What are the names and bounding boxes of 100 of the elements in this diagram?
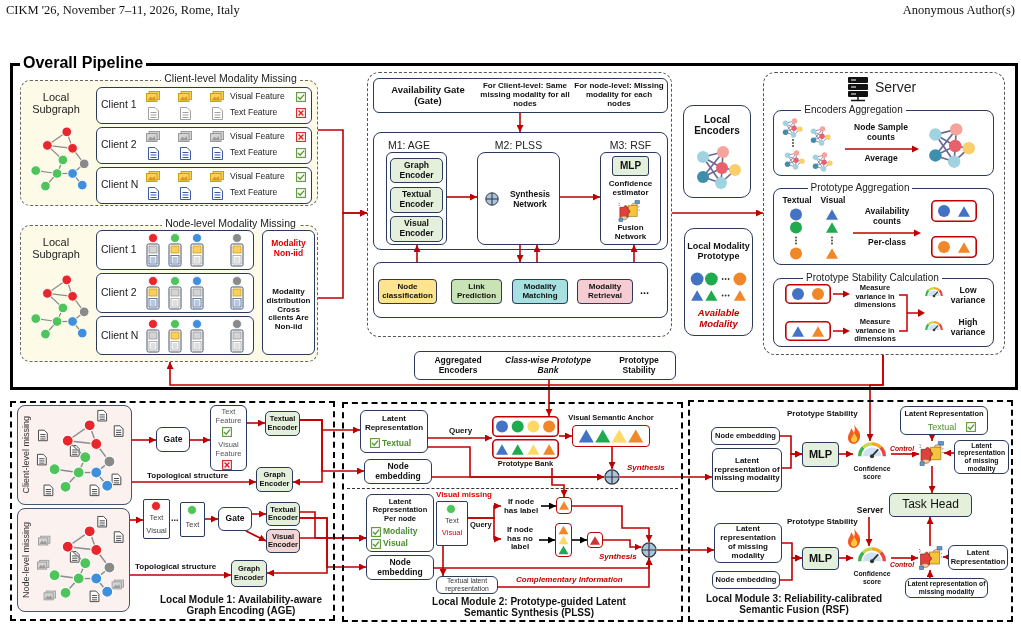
arrow [926, 569, 934, 579]
mlp-box: MLP [802, 442, 839, 467]
latent-card [366, 494, 434, 552]
panel-label: Local Subgraph [26, 89, 86, 117]
bar-text: Prototype Stability [618, 356, 660, 375]
arrow [299, 419, 365, 475]
arrow [299, 517, 367, 571]
scenario-label: Node-level missing [20, 522, 32, 598]
page-header: Anonymous Author(s) [902, 3, 1015, 18]
section-title: Client-level Modality Missing [161, 73, 300, 85]
arrow [317, 209, 368, 299]
edge-label: Synthesis [626, 464, 666, 473]
client-card [96, 127, 312, 164]
section-title: Overall Pipeline [20, 54, 147, 72]
mlp-box: MLP [612, 156, 649, 176]
variance-label: High variance [949, 318, 987, 338]
arrow [129, 571, 232, 579]
edge-label: Query [448, 427, 474, 436]
section-title: Prototype Aggregation [807, 181, 913, 194]
feature-card [210, 405, 247, 471]
module-panel [373, 132, 668, 250]
module-panel [688, 400, 1013, 622]
gate-box: Gate [156, 427, 190, 452]
scenario-label: Client-level missing [20, 416, 32, 494]
bar-text: Aggregated Encoders [433, 356, 483, 375]
edge-label: Prototype Stability [786, 410, 859, 419]
arrow [251, 510, 267, 518]
module-caption: Local Module 3: Reliability-calibrated Semantic Fusion (RSF) [704, 592, 884, 616]
arrow [431, 473, 605, 481]
arrow [608, 446, 616, 470]
encoder-box: Graph Encoder [390, 158, 443, 183]
task-panel [373, 262, 668, 318]
dashed-panel [367, 72, 672, 337]
arrow [942, 553, 950, 561]
server-panel [763, 72, 1005, 355]
arrow [545, 379, 553, 417]
embedding-box: Node embedding [366, 555, 434, 580]
arrow [943, 449, 955, 457]
arrow [890, 554, 919, 562]
feature-label: Visual Feature [230, 92, 285, 102]
card-title: Local Modality Prototype [686, 240, 751, 262]
arrow [866, 354, 884, 442]
bar-text: Class-wise Prototype Bank [504, 356, 592, 375]
feature-label: Text Feature [230, 108, 278, 118]
embedding-box: Node embedding [364, 459, 432, 484]
arrow-caption: Node Sample counts [853, 123, 909, 143]
client-label: Client 1 [101, 99, 137, 111]
card-note: Available Modality [696, 308, 741, 330]
note-title: Modality Non-iid [270, 239, 307, 259]
note-text: Modality distribution Cross clients Are Non-iid [265, 287, 312, 333]
note-card [262, 230, 315, 355]
arrow [131, 436, 157, 444]
column-label: Visual [820, 195, 846, 206]
source-label: Server [855, 505, 885, 517]
module-text: Confidence estimator [607, 180, 654, 198]
feature-label: Text Feature [230, 148, 278, 158]
arrow [602, 539, 643, 551]
info-card [684, 228, 753, 336]
client-label: Client N [101, 179, 139, 191]
arrow [413, 244, 421, 263]
client-label: Client 2 [101, 287, 137, 299]
module-title: M3: RSF [609, 140, 652, 152]
variance-label: Low variance [949, 286, 987, 306]
task-box: Link Prediction [451, 279, 502, 304]
client-card [96, 167, 312, 204]
arrow [538, 536, 556, 544]
edge-label: Topological structure [146, 472, 230, 481]
modality-label: Textual [382, 438, 412, 449]
arrow [779, 554, 803, 581]
client-card [96, 316, 254, 355]
arrow [516, 112, 524, 133]
arrow [246, 419, 266, 427]
node-card [143, 499, 170, 539]
client-label: Client N [101, 330, 139, 342]
arrow [671, 209, 764, 217]
arrow [446, 193, 478, 201]
arrow [630, 244, 638, 263]
task-head-box: Task Head [889, 493, 972, 517]
arrow [928, 465, 936, 494]
client-card [96, 230, 254, 270]
page-header: CIKM '26, November 7–11, 2026, Rome, Italy [6, 3, 240, 18]
client-label: Client 1 [101, 244, 137, 256]
task-box: Modality Retrieval [577, 279, 633, 304]
arrow [781, 450, 803, 469]
prototype-frame [556, 497, 572, 514]
arrow [890, 450, 920, 458]
arrow [516, 244, 524, 263]
latent-box: Latent representation of missing modality [712, 448, 782, 492]
arrow [928, 434, 936, 442]
arrow [619, 473, 713, 481]
arrow-caption: Availability counts [863, 207, 911, 227]
arrow [189, 436, 211, 444]
card-title: Latent Representation [363, 415, 425, 433]
edge-label: Topological structure [134, 563, 218, 572]
arrow [245, 530, 267, 542]
client-card [96, 87, 312, 124]
task-box: Node classification [378, 279, 437, 304]
section-title: Visual missing [436, 490, 492, 500]
arrow [571, 505, 653, 543]
section-title: Node-level Modality Missing [162, 218, 299, 230]
